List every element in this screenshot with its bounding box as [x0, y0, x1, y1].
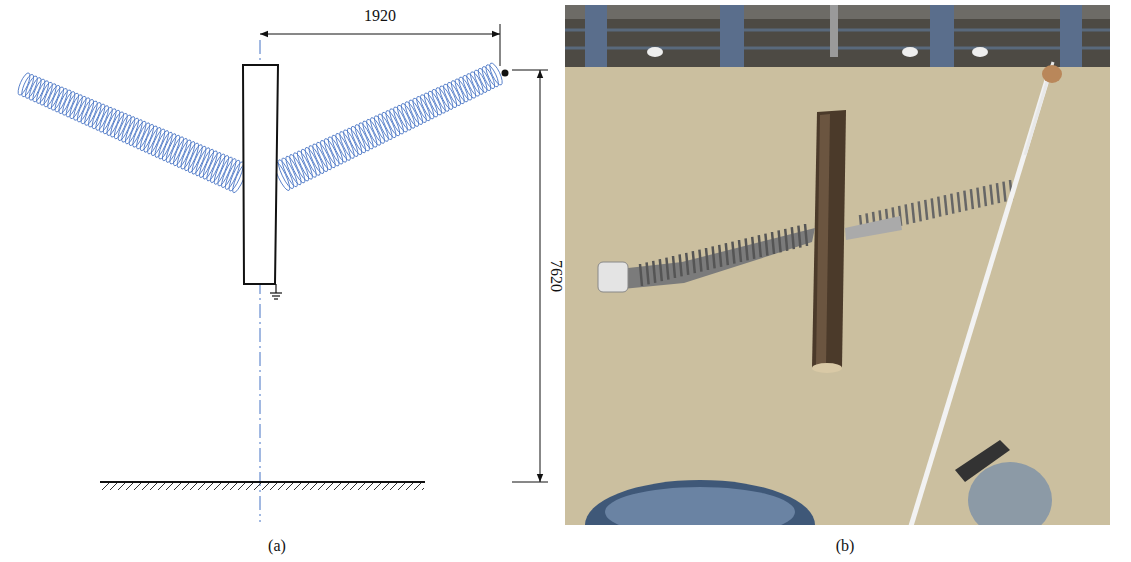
- insulator-shed: [484, 63, 501, 88]
- insulator-shed: [283, 155, 303, 187]
- insulator-shed: [380, 111, 399, 140]
- panel-label: (a): [268, 538, 286, 554]
- ground-symbol: [270, 284, 282, 299]
- dimension-label: 1920: [364, 8, 396, 24]
- insulator-shed: [337, 130, 357, 160]
- insulator-shed: [430, 88, 448, 115]
- insulator-shed: [418, 93, 436, 120]
- insulator-shed: [364, 118, 383, 147]
- insulator-shed: [329, 134, 349, 164]
- insulator-shed: [295, 149, 315, 180]
- insulator-shed: [372, 114, 391, 143]
- insulator-shed: [422, 91, 440, 118]
- insulator-shed: [299, 148, 319, 179]
- insulator-shed: [426, 90, 444, 117]
- insulator-shed: [279, 156, 300, 188]
- insulator-shed: [383, 109, 402, 137]
- insulator-shed: [356, 121, 375, 150]
- insulator-shed: [376, 112, 395, 141]
- insulator-shed: [287, 153, 307, 185]
- pole: [243, 65, 278, 284]
- ground-line: [100, 482, 425, 490]
- insulator-shed: [318, 139, 338, 170]
- insulator-shed: [314, 141, 334, 172]
- insulator-shed: [395, 104, 414, 132]
- insulator-shed: [322, 137, 342, 168]
- insulator-shed: [326, 135, 346, 165]
- insulator-shed: [310, 142, 330, 173]
- insulator-shed: [414, 95, 432, 122]
- insulator-shed: [407, 98, 425, 126]
- insulator-shed: [403, 100, 422, 128]
- insulator-shed: [391, 105, 410, 133]
- insulator-shed: [387, 107, 406, 135]
- insulator-shed: [410, 97, 428, 124]
- test-photo: [565, 5, 1110, 562]
- terminal-dot: [502, 70, 509, 77]
- insulator-shed: [480, 65, 497, 90]
- insulator-shed: [345, 127, 364, 157]
- panel-label: (b): [836, 538, 855, 554]
- insulator-shed: [306, 144, 326, 175]
- insulator-shed: [341, 128, 361, 158]
- insulator-shed: [349, 125, 368, 155]
- insulator-shed: [445, 81, 463, 107]
- insulator-shed: [353, 123, 372, 152]
- insulator-shed: [368, 116, 387, 145]
- insulator-shed: [399, 102, 418, 130]
- insulator-shed: [333, 132, 353, 162]
- insulator-shed: [360, 119, 379, 148]
- dimension-label: 7620: [548, 260, 564, 292]
- dimension-lines: [260, 24, 548, 482]
